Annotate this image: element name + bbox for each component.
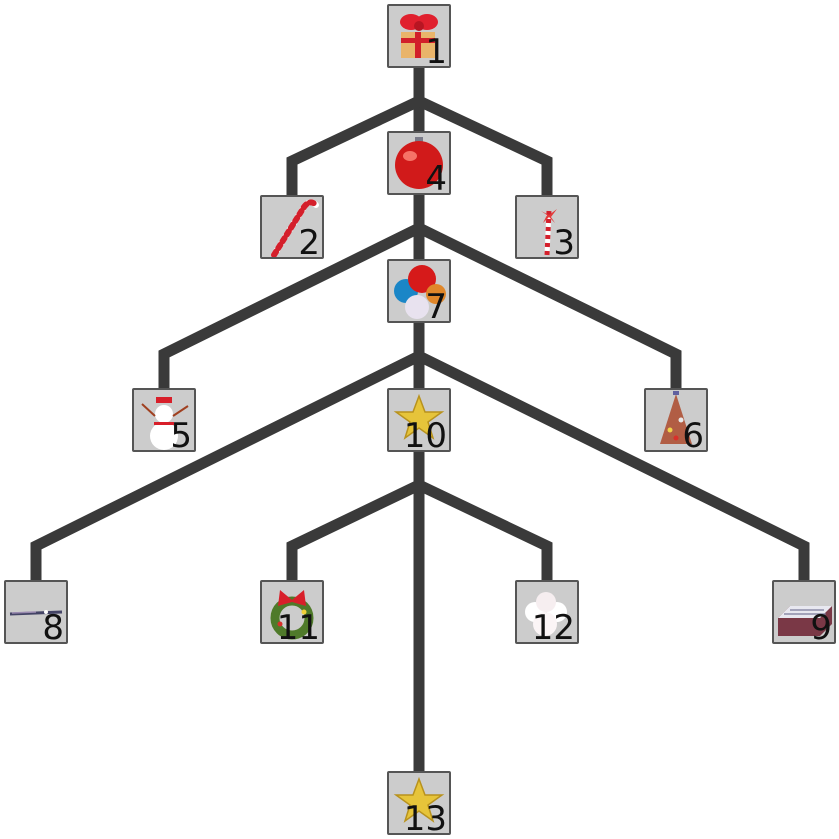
snowman-icon <box>141 397 189 450</box>
node-8: 8 <box>4 580 68 648</box>
node-label: 12 <box>531 608 575 648</box>
edge-4-6 <box>413 163 682 420</box>
gift-box-icon <box>400 14 438 58</box>
node-6: 6 <box>644 388 708 456</box>
wreath-icon <box>270 590 314 640</box>
gold-star-icon <box>393 776 445 823</box>
node-3: 3 <box>515 195 579 263</box>
edge-10-12 <box>413 420 553 612</box>
candy-cane-icon <box>271 199 319 257</box>
node-label: 8 <box>42 608 64 648</box>
node-7: 7 <box>387 259 451 327</box>
node-13: 13 <box>387 771 451 839</box>
node-label: 11 <box>276 608 320 648</box>
node-4: 4 <box>387 131 451 199</box>
node-label: 1 <box>425 32 447 72</box>
christmas-tree-icon <box>660 391 692 444</box>
node-label: 4 <box>425 159 447 199</box>
node-11: 11 <box>260 580 324 648</box>
node-1: 1 <box>387 4 451 72</box>
node-12: 12 <box>515 580 579 648</box>
node-label: 5 <box>170 416 192 456</box>
node-label: 2 <box>298 223 320 263</box>
snowballs-icon <box>525 592 567 636</box>
edge-1-3 <box>413 36 553 227</box>
red-ornament-icon <box>395 137 443 189</box>
edge-7-9 <box>413 291 810 612</box>
node-label: 10 <box>403 416 447 456</box>
node-label: 6 <box>682 416 704 456</box>
node-label: 7 <box>425 287 447 327</box>
ornaments-group-icon <box>394 265 446 319</box>
node-label: 3 <box>553 223 575 263</box>
node-label: 9 <box>810 608 832 648</box>
edge-7-8 <box>30 291 425 612</box>
node-9: 9 <box>772 580 836 648</box>
node-label: 13 <box>403 799 447 839</box>
gold-star-icon <box>393 393 445 440</box>
gift-tin-icon <box>778 606 832 636</box>
node-10: 10 <box>387 388 451 456</box>
sparkler-icon <box>9 610 63 616</box>
node-2: 2 <box>260 195 324 263</box>
node-5: 5 <box>132 388 196 456</box>
candy-cane-bow-icon <box>541 209 557 256</box>
